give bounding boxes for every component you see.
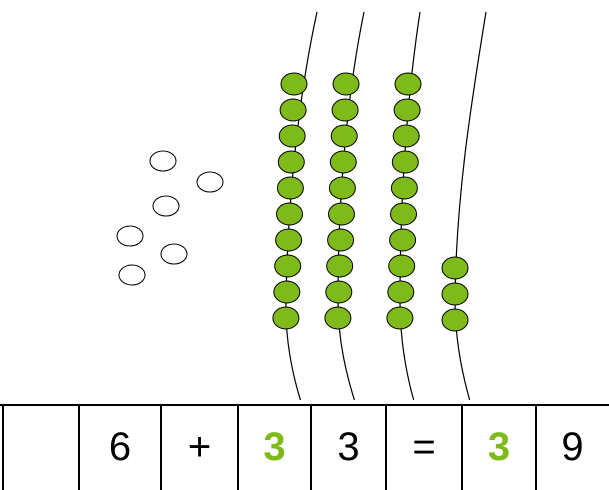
abacus-rods <box>286 12 486 400</box>
abacus-bead <box>279 125 305 147</box>
abacus-bead <box>332 99 358 121</box>
equation-cell-split-part: 3 <box>238 404 311 490</box>
abacus-bead <box>273 307 299 329</box>
equation-cell-blank <box>3 404 79 490</box>
abacus-bead <box>325 307 351 329</box>
abacus-bead <box>329 177 355 199</box>
abacus-bead <box>277 177 303 199</box>
loose-bead <box>119 265 145 285</box>
abacus-bead <box>333 73 359 95</box>
equation-cell-equals-sign: = <box>386 404 462 490</box>
abacus-bead <box>442 309 468 331</box>
abacus-bead <box>280 99 306 121</box>
abacus-bead <box>330 151 356 173</box>
abacus-bead <box>393 125 419 147</box>
abacus-bead <box>442 257 468 279</box>
abacus-bead <box>277 203 303 225</box>
equation-cell-result-ones: 9 <box>536 404 609 490</box>
abacus-bead <box>328 229 354 251</box>
abacus-bead <box>391 203 417 225</box>
loose-bead <box>153 196 179 216</box>
abacus-bead <box>326 281 352 303</box>
abacus-bead <box>389 255 415 277</box>
abacus-beads <box>273 73 468 331</box>
abacus-bead <box>275 255 301 277</box>
abacus-bead <box>278 151 304 173</box>
abacus-bead <box>394 99 420 121</box>
abacus-rod <box>455 12 486 400</box>
abacus-bead <box>327 255 353 277</box>
abacus-bead <box>392 151 418 173</box>
abacus-bead <box>281 73 307 95</box>
abacus-scene <box>0 0 609 400</box>
abacus-bead <box>387 307 413 329</box>
abacus-bead <box>391 177 417 199</box>
loose-bead <box>117 226 143 246</box>
loose-bead <box>197 172 223 192</box>
equation-cell-result-tens: 3 <box>462 404 536 490</box>
loose-bead <box>150 151 176 171</box>
abacus-bead <box>388 281 414 303</box>
abacus-bead <box>331 125 357 147</box>
equation-bar: 6 + 3 3 = 3 9 <box>0 404 609 490</box>
abacus-bead <box>442 283 468 305</box>
abacus-bead <box>395 73 421 95</box>
abacus-bead <box>274 281 300 303</box>
loose-beads <box>117 151 223 285</box>
loose-bead <box>161 244 187 264</box>
abacus-bead <box>276 229 302 251</box>
equation-cell-plus-sign: + <box>161 404 238 490</box>
equation-cell-first-addend: 6 <box>79 404 161 490</box>
equation-cell-second-addend: 3 <box>311 404 386 490</box>
abacus-bead <box>390 229 416 251</box>
abacus-bead <box>329 203 355 225</box>
